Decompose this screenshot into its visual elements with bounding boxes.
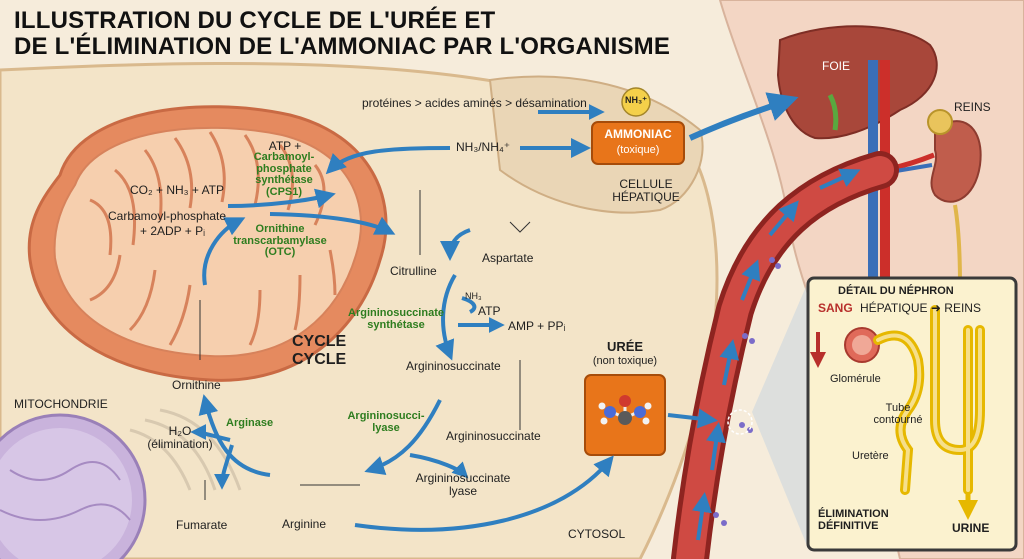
elimination-definitive-label: ÉLIMINATION DÉFINITIVE [818, 508, 889, 533]
nh3-badge [621, 87, 651, 117]
h2o-elimination-label: H₂O (élimination) [147, 424, 213, 451]
nh3-nh4-label: NH₃/NH₄⁺ [456, 140, 511, 154]
ornithine-label: Ornithine [172, 378, 221, 392]
as-lyase-label: Argininosuccinate lyase [415, 471, 511, 498]
otc-enzyme-label: Ornithine transcarbamylase (OTC) [233, 223, 327, 259]
as-synthetase-enzyme-label: Argininosuccinate synthétase [348, 307, 444, 331]
carbamoyl-phosphate-label: Carbamoyl-phosphate [108, 209, 227, 223]
uretere-label: Uretère [852, 450, 889, 462]
atp-plus-label: ATP + [268, 139, 302, 153]
uree-label: URÉE [606, 339, 644, 354]
cytosol-label: CYTOSOL [568, 527, 626, 541]
page-title: ILLUSTRATION DU CYCLE DE L'URÉE ET DE L'… [14, 7, 671, 60]
reins-label: REINS [954, 100, 991, 114]
arginase-enzyme-label: Arginase [226, 417, 274, 429]
nh3-badge-label: NH₃⁺ [625, 95, 647, 105]
cellule-hepatique-label: CELLULE HÉPATIQUE [612, 177, 680, 204]
non-toxique-label: (non toxique) [592, 355, 658, 367]
cps1-enzyme-label: Carbamoyl- phosphate synthétase (CPS1) [253, 151, 315, 198]
foie-label: FOIE [822, 59, 851, 73]
co2-nh3-atp-label: CO₂ + NH₃ + ATP [130, 183, 225, 197]
nephron-title: DÉTAIL DU NÉPHRON [838, 285, 954, 297]
kidney [930, 120, 982, 203]
ammoniac-label: AMMONIAC [604, 127, 672, 141]
mitochondrion [27, 105, 388, 382]
urea-molecule-icon [598, 395, 652, 425]
argininosuccinate-1-label: Argininosuccinate [406, 359, 501, 373]
proteins-path-label: protéines > acides aminés > désamination [362, 96, 587, 110]
toxique-label: (toxique) [616, 144, 660, 156]
amp-ppi-label: AMP + PPᵢ [508, 319, 566, 333]
liver [776, 25, 938, 140]
hepatique-reins-label: HÉPATIQUE ➜ REINS [860, 301, 981, 315]
as-lyase-enzyme-label: Argininosucci- lyase [347, 410, 425, 434]
mitochondrie-label: MITOCHONDRIE [14, 397, 108, 411]
adp-pi-label: + 2ADP + Pᵢ [140, 224, 206, 238]
aspartate-label: Aspartate [482, 251, 534, 265]
glomerule-label: Glomérule [830, 373, 881, 385]
urine-label: URINE [952, 521, 990, 535]
cycle-label: CYCLE CYCLE [292, 333, 347, 368]
arginine-label: Arginine [282, 517, 327, 531]
ammoniac-box [591, 121, 685, 165]
atp-label: ATP [478, 304, 501, 318]
sang-label: SANG [818, 301, 853, 315]
citrulline-label: Citrulline [390, 264, 437, 278]
fumarate-label: Fumarate [176, 518, 228, 532]
tube-contourne-label: Tube contourné [873, 402, 923, 426]
nh3-small-label: NH₃ [465, 291, 482, 301]
argininosuccinate-2-label: Argininosuccinate [446, 429, 541, 443]
nucleus [0, 413, 147, 559]
